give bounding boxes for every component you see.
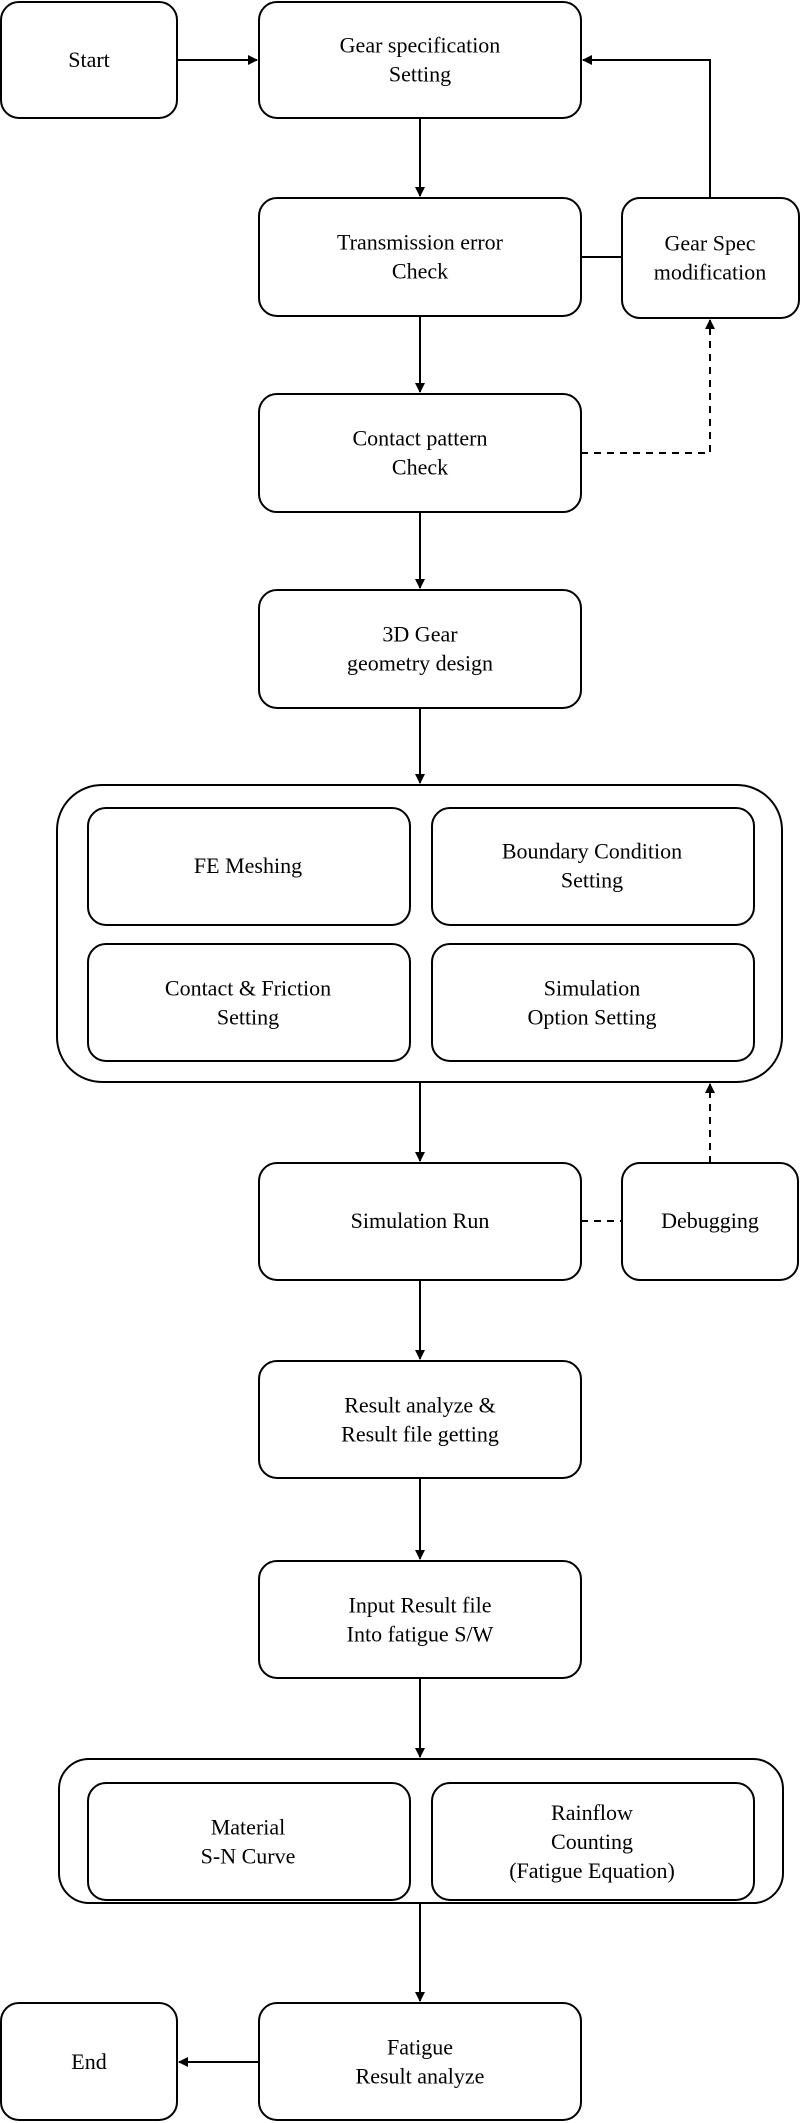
edge-mod-to-spec [582, 55, 711, 198]
contact-check-line-2: Check [392, 455, 448, 480]
geometry-line-1: 3D Gear [382, 622, 458, 647]
result-analyze-label: Result analyze & Result file getting [341, 1393, 499, 1447]
gear-mod-label: Gear Spec modification [654, 231, 766, 285]
te-check-line-1: Transmission error [337, 230, 504, 255]
gear-mod-line-2: modification [654, 260, 766, 285]
friction-line-2: Setting [217, 1005, 279, 1030]
rainflow-line-1: Rainflow [551, 1800, 633, 1825]
gear-spec-line-2: Setting [389, 62, 451, 87]
fe-mesh-line-1: FE Meshing [194, 853, 302, 878]
end-line-1: End [71, 2049, 106, 2074]
gear-spec-line-1: Gear specification [340, 33, 501, 58]
fe-mesh-label: FE Meshing [194, 853, 302, 878]
fe-mesh-node: FE Meshing [87, 807, 411, 926]
edge-contact-to-mod [581, 319, 715, 454]
te-check-line-2: Check [392, 259, 448, 284]
rainflow-line-2: Counting [551, 1829, 633, 1854]
fatigue-result-line-1: Fatigue [387, 2035, 453, 2060]
material-line-2: S-N Curve [201, 1844, 296, 1869]
fatigue-result-line-2: Result analyze [356, 2064, 485, 2089]
result-analyze-line-1: Result analyze & [344, 1393, 496, 1418]
geometry-line-2: geometry design [347, 651, 493, 676]
contact-check-line-1: Contact pattern [352, 426, 487, 451]
geometry-label: 3D Gear geometry design [347, 622, 493, 676]
friction-line-1: Contact & Friction [165, 976, 331, 1001]
sim-option-line-2: Option Setting [528, 1005, 657, 1030]
start-node: Start [0, 1, 178, 119]
input-result-line-1: Input Result file [349, 1593, 492, 1618]
debugging-line-1: Debugging [661, 1208, 759, 1233]
debugging-node: Debugging [621, 1162, 799, 1281]
end-node: End [0, 2002, 178, 2121]
debugging-label: Debugging [661, 1208, 759, 1233]
input-result-line-2: Into fatigue S/W [347, 1622, 494, 1647]
result-analyze-line-2: Result file getting [341, 1422, 499, 1447]
sim-run-node: Simulation Run [258, 1162, 582, 1281]
sim-run-line-1: Simulation Run [351, 1208, 490, 1233]
start-label: Start [68, 47, 110, 72]
gear-mod-node: Gear Spec modification [621, 197, 800, 319]
end-label: End [71, 2049, 106, 2074]
gear-mod-line-1: Gear Spec [664, 231, 755, 256]
material-line-1: Material [211, 1815, 286, 1840]
start-line-1: Start [68, 47, 110, 72]
rainflow-line-3: (Fatigue Equation) [509, 1858, 675, 1883]
boundary-line-1: Boundary Condition [502, 839, 682, 864]
geometry-node: 3D Gear geometry design [258, 589, 582, 709]
result-analyze-node: Result analyze & Result file getting [258, 1360, 582, 1479]
boundary-line-2: Setting [561, 868, 623, 893]
sim-option-line-1: Simulation [544, 976, 641, 1001]
sim-run-label: Simulation Run [351, 1208, 490, 1233]
